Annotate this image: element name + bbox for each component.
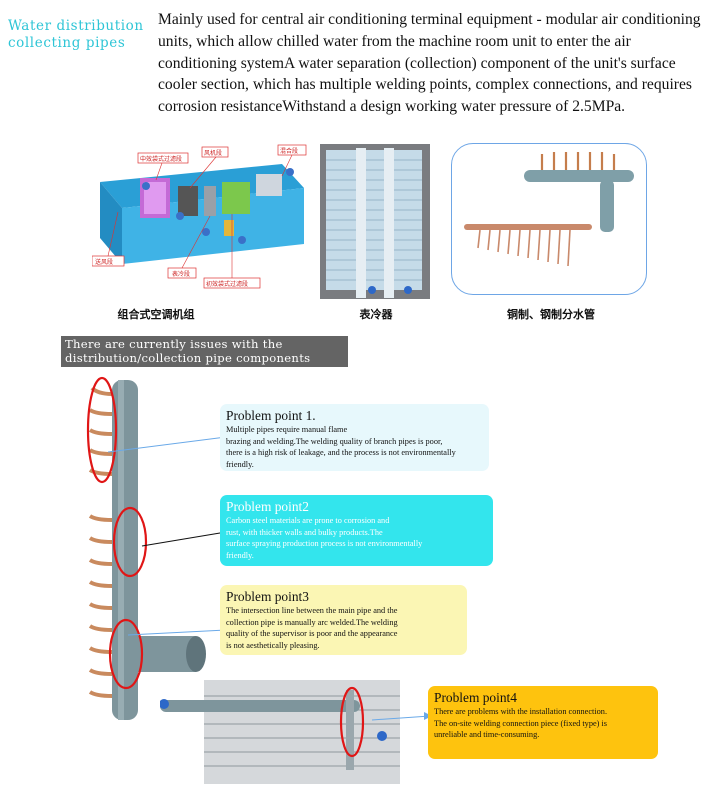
caption-air-handling-unit: 组合式空调机组 <box>117 308 195 321</box>
problem-4-line-3: unreliable and time-consuming. <box>434 730 540 740</box>
caption-manifold-pipes: 铜制、钢制分水管 <box>507 308 595 321</box>
problem-1-line-3: there is a high risk of leakage, and the… <box>226 448 456 458</box>
ahu-label-3: 混合段 <box>280 147 298 155</box>
section-heading: Water distribution collecting pipes <box>8 18 144 51</box>
problem-2-title: Problem point2 <box>226 499 309 514</box>
problem-4-line-1: There are problems with the installation… <box>434 707 608 716</box>
problem-3-line-4: is not aesthetically pleasing. <box>226 640 320 650</box>
problem-point-4: Problem point4 There are problems with t… <box>428 686 658 759</box>
manifold-pipes-drawing <box>464 152 634 267</box>
ahu-label-6: 初效袋式过滤段 <box>206 280 248 288</box>
problem-1-line-1: Multiple pipes require manual flame <box>226 425 348 434</box>
problem-1-line-2: brazing and welding.The welding quality … <box>226 436 443 446</box>
problem-1-title: Problem point 1. <box>226 408 316 423</box>
problem-2-line-1: Carbon steel materials are prone to corr… <box>226 516 390 525</box>
problem-3-title: Problem point3 <box>226 589 309 604</box>
problem-3-line-2: collection pipe is manually arc welded.T… <box>226 617 398 627</box>
problem-3-line-3: quality of the supervisor is poor and th… <box>226 629 398 639</box>
ahu-label-1: 中效袋式过滤段 <box>140 155 182 163</box>
ahu-label-4: 送风段 <box>95 258 113 266</box>
problem-2-line-4: friendly. <box>226 550 254 560</box>
problem-point-2: Problem point2 Carbon steel materials ar… <box>220 495 493 566</box>
issues-banner: There are currently issues with the dist… <box>61 336 348 367</box>
problem-4-line-2: The on-site welding connection piece (fi… <box>434 718 608 728</box>
problem-4-title: Problem point4 <box>434 690 517 705</box>
air-handling-unit-illustration: 中效袋式过滤段 风机段 混合段 送风段 表冷段 初效袋式过滤段 <box>92 144 307 289</box>
coil-connection-illustration <box>160 680 400 784</box>
problem-point-3: Problem point3 The intersection line bet… <box>220 585 467 655</box>
manifold-pipes-illustration <box>451 143 647 295</box>
problem-2-line-3: surface spraying production process is n… <box>226 539 423 549</box>
ahu-label-2: 风机段 <box>204 149 222 157</box>
ahu-label-5: 表冷段 <box>172 270 190 278</box>
surface-cooler-coil-illustration <box>320 144 430 299</box>
intro-paragraph: Mainly used for central air conditioning… <box>158 11 701 116</box>
problem-2-line-2: rust, with thicker walls and bulky produ… <box>226 527 383 537</box>
caption-surface-cooler: 表冷器 <box>359 308 393 321</box>
problem-point-1: Problem point 1. Multiple pipes require … <box>220 404 489 471</box>
problem-3-line-1: The intersection line between the main p… <box>226 606 398 615</box>
problem-1-line-4: friendly. <box>226 459 254 469</box>
